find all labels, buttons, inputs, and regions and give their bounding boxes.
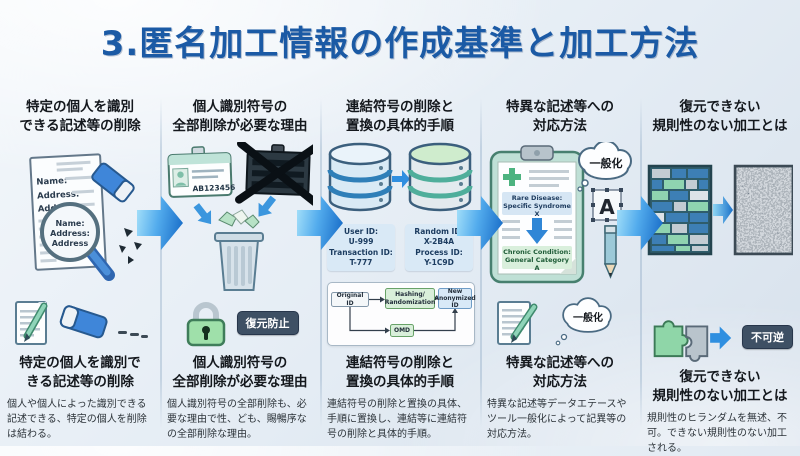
- column1-header: 特定の個人を識別 できる記述等の削除: [19, 99, 141, 135]
- svg-text:Address: Address: [52, 239, 89, 248]
- svg-text:Address:: Address:: [37, 189, 80, 201]
- document-eraser-magnifier-icon: Name: Address: Address:: [29, 153, 142, 281]
- db-right-label: Random ID: X-2B4A Process ID: Y-1C9D: [405, 224, 473, 272]
- svg-text:Address:: Address:: [50, 229, 90, 238]
- column-irreversible-processing: 復元できない 規則性のない加工とは: [640, 92, 800, 456]
- column1-subtitle: 特定の個人を識別で きる記述等の削除: [19, 355, 141, 391]
- column4-subtitle: 特異な記述等への 対応方法: [506, 355, 614, 391]
- flow-hashing-randomization: Hashing/ Randomization: [385, 288, 435, 309]
- clipboard-generalization-icon: 一般化 A: [489, 142, 632, 284]
- db-left-label: User ID: U-999 Transaction ID: T-777: [327, 224, 395, 272]
- columns-row: 特定の個人を識別 できる記述等の削除 Name: Address: Addres…: [0, 92, 800, 456]
- column2-icon-row: 復元防止: [167, 294, 313, 352]
- column4-illustration: 一般化 A: [487, 142, 633, 294]
- puzzle-arrow-icon: [653, 320, 732, 362]
- svg-text:AB123456: AB123456: [192, 183, 235, 193]
- column-divider: [320, 98, 322, 428]
- database-replacement-icon: [327, 142, 473, 212]
- column3-illustration: User ID: U-999 Transaction ID: T-777 Ran…: [327, 142, 476, 352]
- restore-prevention-badge: 復元防止: [236, 311, 299, 335]
- document-pencil-cloud-icon: 一般化: [497, 297, 612, 346]
- id-cards-trash-icon: AB123456: [167, 142, 313, 291]
- infographic-page: 3.匿名加工情報の作成基準と加工方法 特定の個人を識別 できる記述等の削除 Na…: [7, 24, 793, 454]
- column5-illustration: [647, 156, 793, 308]
- document-pencil-eraser-icon: [15, 301, 148, 345]
- column5-header: 復元できない 規則性のない加工とは: [652, 99, 788, 135]
- column-delete-identifying-descriptions: 特定の個人を識別 できる記述等の削除 Name: Address: Addres…: [0, 92, 160, 456]
- svg-text:A: A: [599, 195, 615, 219]
- column-link-code-replacement: 連結符号の削除と 置換の具体的手順: [320, 92, 480, 456]
- anonymization-flowchart: Original ID Hashing/ Randomization New A…: [327, 282, 476, 346]
- clipboard-rare-disease-label: Rare Disease: Specific Syndrome X: [503, 194, 571, 219]
- svg-text:Name:: Name:: [55, 219, 84, 228]
- column2-description: 個人識別符号の全部削除も、必要な理由で性、ども、賜暢序なの全部削除な理由。: [167, 399, 307, 441]
- svg-text:一般化: 一般化: [590, 156, 623, 170]
- svg-text:一般化: 一般化: [573, 311, 603, 324]
- column1-icon-row: [7, 294, 153, 352]
- lock-icon: [186, 302, 225, 347]
- column3-description: 連結符号の削除と置換の具体、手順に置換し、連結等に連結符号の削除と具体的手順。: [327, 399, 467, 441]
- flow-new-anonymized-id: New Anonymized ID: [434, 287, 476, 310]
- svg-text:Name:: Name:: [36, 176, 67, 188]
- column5-subtitle: 復元できない 規則性のない加工とは: [652, 369, 788, 405]
- column3-subtitle: 連結符号の削除と 置換の具体的手順: [346, 355, 454, 391]
- structured-to-noise-icon: [647, 164, 793, 256]
- flow-omd: OMD: [390, 324, 414, 337]
- column-unusual-descriptions: 特異な記述等への 対応方法: [480, 92, 640, 456]
- column1-illustration: Name: Address: Address:: [7, 142, 153, 294]
- column2-subtitle: 個人識別符号の 全部削除が必要な理由: [172, 355, 308, 391]
- column4-description: 特異な記述等データエテースやツール一般化によって記異等の対応方法。: [487, 399, 627, 441]
- column-divider: [160, 98, 162, 428]
- column4-icon-row: 一般化: [487, 294, 633, 352]
- column5-icon-row: 不可逆: [647, 308, 793, 366]
- column4-header: 特異な記述等への 対応方法: [506, 99, 614, 135]
- column5-description: 規則性のヒランダムを無述、不可。できない規則性のない加工される。: [647, 413, 787, 455]
- column3-header: 連結符号の削除と 置換の具体的手順: [346, 99, 454, 135]
- column-delete-personal-id-codes: 個人識別符号の 全部削除が必要な理由 AB123456: [160, 92, 320, 456]
- clipboard-chronic-condition-label: Chronic Condition: General Category A: [503, 248, 571, 273]
- column2-illustration: AB123456: [167, 142, 313, 294]
- column2-header: 個人識別符号の 全部削除が必要な理由: [172, 99, 308, 135]
- column-divider: [480, 98, 482, 428]
- page-title: 3.匿名加工情報の作成基準と加工方法: [100, 24, 700, 64]
- column-divider: [640, 98, 642, 428]
- column1-description: 個人や個人によった識別できる記述できる、特定の個人を削除は結わる。: [7, 399, 147, 441]
- flow-original-id: Original ID: [331, 292, 369, 307]
- irreversible-badge: 不可逆: [742, 325, 793, 349]
